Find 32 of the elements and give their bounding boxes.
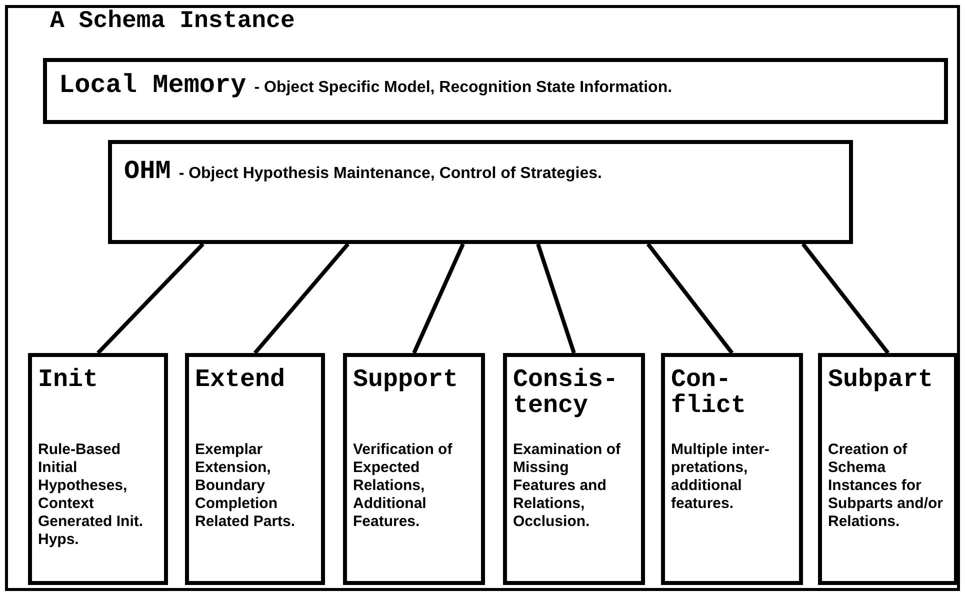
strategy-name: Support <box>353 367 460 396</box>
strategy-box <box>818 353 958 585</box>
strategy-description: Creation of Schema Instances for Subparts and/or Relations. <box>828 441 944 531</box>
strategy-name: Extend <box>195 367 286 396</box>
schema-frame <box>5 5 960 591</box>
connector-line <box>253 242 350 354</box>
module-description: - Object Specific Model, Recognition State Information. <box>254 78 672 98</box>
strategy-box <box>343 353 485 585</box>
module-name: Local Memory <box>59 72 246 98</box>
frame-title: A Schema Instance <box>50 10 295 34</box>
module-description: - Object Hypothesis Maintenance, Control of Strategies. <box>178 164 602 184</box>
strategy-box <box>661 353 803 585</box>
strategy-name: Init <box>38 367 100 396</box>
connector-line <box>536 243 576 354</box>
strategy-box <box>185 353 325 585</box>
strategy-name: Con- flict <box>671 367 748 422</box>
strategy-name: Consis- tency <box>513 367 620 422</box>
module-box <box>43 58 948 124</box>
strategy-description: Multiple inter- pretations, additional features. <box>671 441 770 513</box>
strategy-description: Verification of Expected Relations, Additional Features. <box>353 441 454 531</box>
module-box <box>108 140 853 244</box>
connector-line <box>412 243 465 354</box>
connector-line <box>801 242 890 354</box>
strategy-description: Exemplar Extension, Boundary Completion Related Parts. <box>195 441 296 531</box>
strategy-name: Subpart <box>828 367 934 396</box>
connector-line <box>96 242 204 354</box>
strategy-description: Examination of Missing Features and Relations, Occlusion. <box>513 441 622 531</box>
strategy-box <box>28 353 168 585</box>
connector-line <box>646 242 734 354</box>
strategy-description: Rule-Based Initial Hypotheses, Context Generated Init. Hyps. <box>38 441 144 549</box>
strategy-box <box>503 353 645 585</box>
module-name: OHM <box>124 158 171 184</box>
